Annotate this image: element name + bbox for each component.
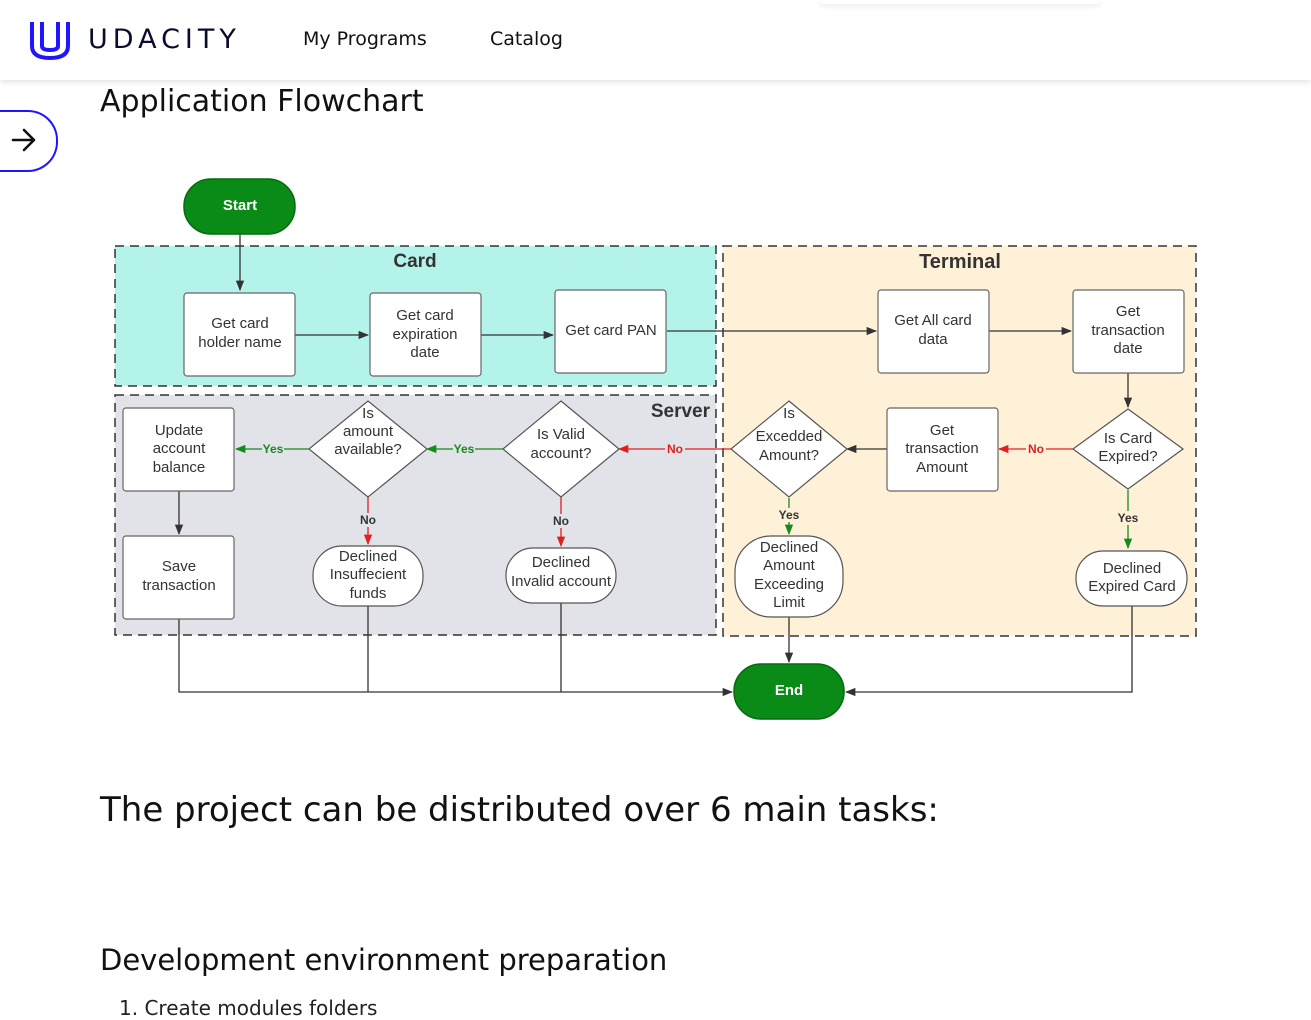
- edge-label-yes: Yes: [263, 442, 284, 456]
- node-text-line: Declined: [339, 548, 397, 565]
- nav-my-programs[interactable]: My Programs: [303, 28, 427, 50]
- start-label: Start: [223, 197, 257, 214]
- edge-label-no: No: [1028, 442, 1044, 456]
- node-text-line: date: [410, 344, 439, 361]
- node-text-line: date: [1113, 340, 1142, 357]
- dev-env-heading: Development environment preparation: [100, 943, 668, 977]
- end-label: End: [775, 682, 803, 699]
- edge-label-yes: Yes: [454, 442, 475, 456]
- tasks-heading: The project can be distributed over 6 ma…: [100, 790, 939, 830]
- node-is-valid-account: [502, 400, 620, 498]
- node-text-line: Excedded: [756, 428, 823, 445]
- node-get-card-holder-name: [183, 292, 296, 377]
- node-text-line: funds: [350, 585, 387, 602]
- application-flowchart-diagram: Card Terminal Server Yes Yes No No: [114, 178, 1197, 720]
- top-navbar: UDACITY My Programs Catalog: [0, 0, 1311, 80]
- application-flowchart-heading: Application Flowchart: [100, 84, 424, 119]
- node-text-line: Limit: [773, 594, 806, 611]
- node-text-line: data: [918, 331, 948, 348]
- nav-catalog[interactable]: Catalog: [490, 28, 563, 50]
- udacity-logo[interactable]: [28, 18, 72, 62]
- node-get-transaction-amount: [886, 407, 999, 492]
- edge-label-no: No: [667, 442, 683, 456]
- card-region-label: Card: [393, 251, 436, 272]
- node-text-line: Is Valid: [537, 426, 585, 443]
- node-text-line: Invalid account: [511, 573, 612, 590]
- node-text-line: balance: [153, 459, 206, 476]
- node-text-line: Amount?: [759, 447, 819, 464]
- node-text-line: Insuffecient: [330, 566, 407, 583]
- node-text-line: Amount: [763, 557, 816, 574]
- node-text-line: Expired Card: [1088, 578, 1176, 595]
- node-get-all-card-data: [877, 289, 990, 374]
- edge-expired-card-to-end: [844, 606, 1133, 697]
- end-terminal: [733, 663, 845, 720]
- start-terminal: [183, 178, 296, 235]
- node-text-line: Declined: [760, 539, 818, 556]
- navbar-shadow-decoration: [820, 0, 1100, 4]
- brand-name[interactable]: UDACITY: [88, 24, 241, 55]
- node-text-line: Amount: [916, 459, 969, 476]
- node-text-line: Expired?: [1098, 448, 1157, 465]
- edge-label-no: No: [553, 514, 569, 528]
- node-text-line: Get card: [211, 315, 269, 332]
- node-text-line: Is Card: [1104, 430, 1152, 447]
- node-text-line: amount: [343, 423, 394, 440]
- node-text-line: holder name: [198, 334, 281, 351]
- node-text-line: Save: [162, 558, 196, 575]
- node-text-line: account: [153, 440, 206, 457]
- node-is-amount-available: [308, 400, 428, 498]
- node-text-line: transaction: [1091, 322, 1164, 339]
- node-text-line: Declined: [532, 554, 590, 571]
- node-get-transaction-date: [1072, 289, 1185, 374]
- edge-label-no: No: [360, 513, 376, 527]
- edge-label-yes: Yes: [1118, 511, 1139, 525]
- node-is-exceeded-amount: [730, 400, 848, 498]
- node-declined-invalid-account: [505, 547, 617, 604]
- sidebar-toggle-button[interactable]: [0, 110, 58, 172]
- node-text-line: expiration: [392, 326, 457, 343]
- node-is-card-expired: [1071, 408, 1185, 490]
- node-declined-amount-exceeding-limit: [734, 535, 844, 618]
- node-get-card-expiration-date: [369, 292, 482, 377]
- node-update-account-balance: [122, 407, 235, 492]
- node-get-card-pan: [554, 289, 667, 374]
- node-text-line: Update: [155, 422, 203, 439]
- node-text-line: account?: [531, 445, 592, 462]
- node-text-line: transaction: [142, 577, 215, 594]
- node-text-line: Is: [783, 405, 795, 422]
- node-text-line: transaction: [905, 440, 978, 457]
- arrow-right-icon: [11, 128, 36, 152]
- node-text-line: Declined: [1103, 560, 1161, 577]
- node-text-line: Get: [930, 422, 955, 439]
- node-text-line: Get card PAN: [565, 322, 656, 339]
- server-region-label: Server: [651, 401, 711, 422]
- edge-label-yes: Yes: [779, 508, 800, 522]
- node-text-line: available?: [334, 441, 402, 458]
- node-declined-expired-card: [1075, 550, 1188, 607]
- node-save-transaction: [122, 535, 235, 620]
- edge-save-to-end: [178, 619, 734, 697]
- node-text-line: Get card: [396, 307, 454, 324]
- node-text-line: Get All card: [894, 312, 972, 329]
- node-text-line: Is: [362, 405, 374, 422]
- terminal-region-label: Terminal: [919, 251, 1001, 273]
- node-text-line: Exceeding: [754, 576, 824, 593]
- list-item: 1. Create modules folders: [119, 996, 378, 1020]
- node-text-line: Get: [1116, 303, 1141, 320]
- node-declined-insufficient-funds: [312, 545, 424, 607]
